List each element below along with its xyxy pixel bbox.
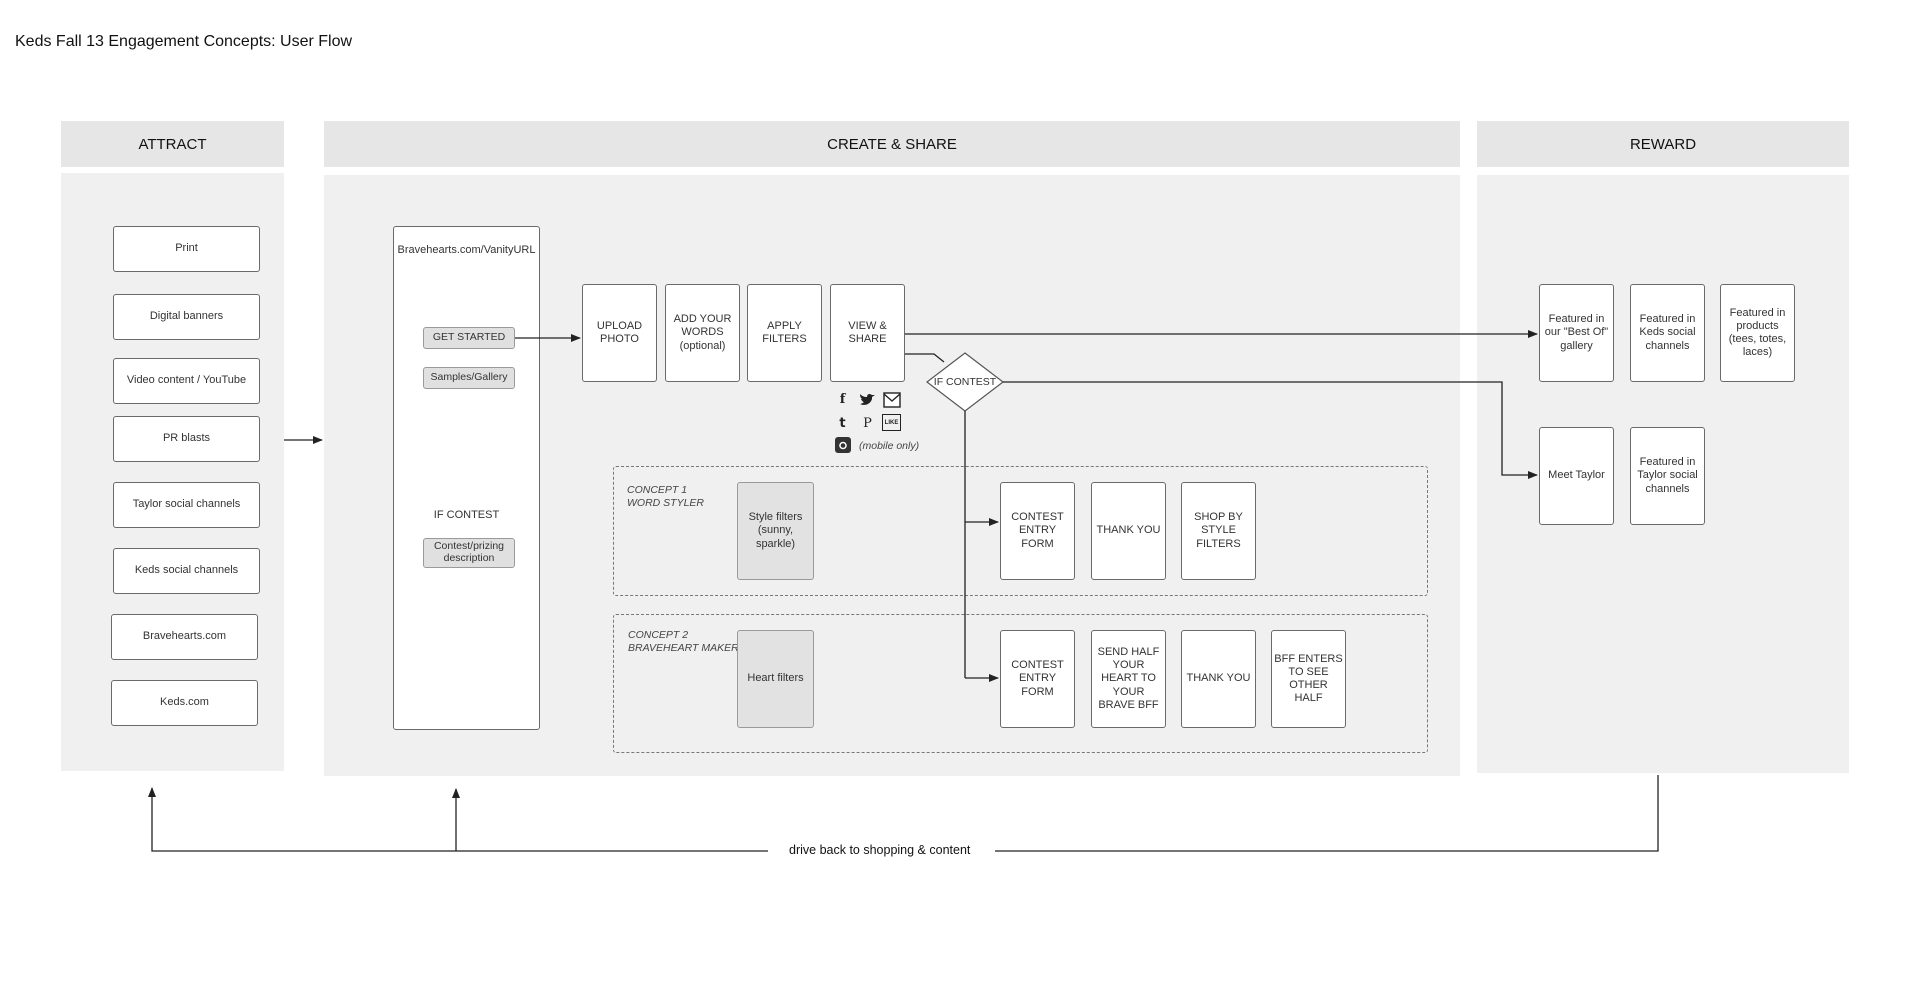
section-header-attract: ATTRACT [61, 121, 284, 167]
concept2-name: BRAVEHEART MAKER [628, 642, 739, 655]
attract-item-print[interactable]: Print [113, 226, 260, 272]
landing-if-contest-label: IF CONTEST [433, 509, 500, 521]
concept2-contest-entry-form[interactable]: CONTEST ENTRY FORM [1000, 630, 1075, 728]
landing-page-frame [393, 226, 540, 730]
concept2-thank-you[interactable]: THANK YOU [1181, 630, 1256, 728]
email-icon[interactable] [882, 390, 901, 409]
instagram-icon[interactable] [835, 437, 851, 453]
add-words-step[interactable]: ADD YOUR WORDS (optional) [665, 284, 740, 382]
arrow-loop-to-attract [148, 787, 768, 852]
twitter-icon[interactable] [858, 390, 877, 409]
attract-item-taylor-social[interactable]: Taylor social channels [113, 482, 260, 528]
concept2-bff-enters[interactable]: BFF ENTERS TO SEE OTHER HALF [1271, 630, 1346, 728]
concept2-send-half-heart[interactable]: SEND HALF YOUR HEART TO YOUR BRAVE BFF [1091, 630, 1166, 728]
attract-item-bravehearts[interactable]: Bravehearts.com [111, 614, 258, 660]
attract-item-keds-com[interactable]: Keds.com [111, 680, 258, 726]
attract-panel [61, 173, 284, 771]
reward-best-of-gallery[interactable]: Featured in our "Best Of" gallery [1539, 284, 1614, 382]
concept1-shop-by-style[interactable]: SHOP BY STYLE FILTERS [1181, 482, 1256, 580]
pinterest-icon[interactable]: P [863, 416, 872, 431]
samples-gallery-button[interactable]: Samples/Gallery [423, 367, 515, 389]
reward-meet-taylor[interactable]: Meet Taylor [1539, 427, 1614, 525]
facebook-icon[interactable]: f [839, 392, 846, 407]
attract-item-video-content[interactable]: Video content / YouTube [113, 358, 260, 404]
get-started-button[interactable]: GET STARTED [423, 327, 515, 349]
attract-item-digital-banners[interactable]: Digital banners [113, 294, 260, 340]
concept1-style-filters[interactable]: Style filters (sunny, sparkle) [737, 482, 814, 580]
concept2-number: CONCEPT 2 [628, 629, 689, 641]
concept1-number: CONCEPT 1 [627, 484, 688, 496]
tumblr-icon[interactable]: t [839, 416, 846, 431]
concept1-name: WORD STYLER [627, 497, 705, 510]
concept1-label: CONCEPT 1 WORD STYLER [627, 484, 704, 510]
concept2-container [613, 614, 1428, 753]
attract-item-keds-social[interactable]: Keds social channels [113, 548, 260, 594]
concept2-heart-filters[interactable]: Heart filters [737, 630, 814, 728]
upload-photo-step[interactable]: UPLOAD PHOTO [582, 284, 657, 382]
if-contest-decision-label: IF CONTEST [933, 376, 997, 388]
reward-keds-social[interactable]: Featured in Keds social channels [1630, 284, 1705, 382]
line-loop-right [995, 775, 1659, 852]
landing-url: Bravehearts.com/VanityURL [397, 244, 536, 256]
page-title: Keds Fall 13 Engagement Concepts: User F… [15, 33, 353, 50]
reward-taylor-social[interactable]: Featured in Taylor social channels [1630, 427, 1705, 525]
apply-filters-step[interactable]: APPLY FILTERS [747, 284, 822, 382]
concept2-label: CONCEPT 2 BRAVEHEART MAKER [628, 629, 739, 655]
concept1-contest-entry-form[interactable]: CONTEST ENTRY FORM [1000, 482, 1075, 580]
section-header-create-share: CREATE & SHARE [324, 121, 1460, 167]
attract-item-pr-blasts[interactable]: PR blasts [113, 416, 260, 462]
contest-description-button[interactable]: Contest/prizing description [423, 538, 515, 568]
section-header-reward: REWARD [1477, 121, 1849, 167]
reward-products[interactable]: Featured in products (tees, totes, laces… [1720, 284, 1795, 382]
drive-back-label: drive back to shopping & content [775, 843, 985, 857]
view-share-step[interactable]: VIEW & SHARE [830, 284, 905, 382]
like-icon[interactable]: LIKE [882, 414, 901, 431]
mobile-only-note: (mobile only) [859, 440, 920, 452]
concept1-thank-you[interactable]: THANK YOU [1091, 482, 1166, 580]
